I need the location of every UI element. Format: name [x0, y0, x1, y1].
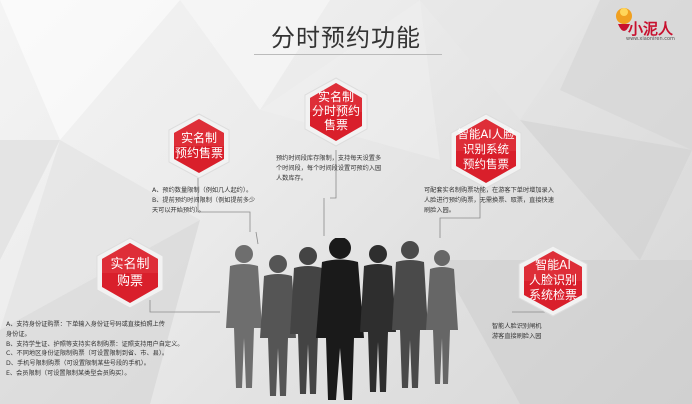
title-divider	[254, 54, 442, 55]
hexagon-label-ai-face: 智能AI人脸 识别系统 预约售票	[457, 127, 515, 171]
desc-timeslot: 预约时间段库存限制，支持每天设置多 个时间段，每个时间段设置可预约入园 人数库存…	[276, 155, 382, 182]
hexagon-realname-buy	[96, 237, 164, 309]
desc-realname-buy: A、支持身份证购票：下单输入身份证号码或直接拍照上传 身份证。 B、支持学生证、…	[6, 321, 184, 377]
logo-name: 小泥人	[628, 20, 674, 38]
hexagon-label-ai-check: 智能AI 人脸识别 系统检票	[528, 258, 577, 302]
desc-ai-check: 智能人脸识别闸机 游客直接刷脸入园	[492, 323, 542, 340]
hexagon-label-realname-buy: 实名制 购票	[110, 257, 150, 289]
logo-url: www.xiaoniren.com	[626, 36, 675, 42]
business-people-silhouettes-icon	[226, 238, 458, 400]
hexagon-realname-reserve	[168, 113, 230, 179]
hexagon-label-timeslot: 实名制 分时预约 售票	[311, 90, 360, 132]
hexagon-timeslot	[304, 77, 368, 147]
hexagon-label-realname-reserve: 实名制 预约售票	[174, 131, 223, 160]
desc-ai-face: 可配套实名制购票功能，在游客下单时增加录入 人脸进行预约购票，无需换票、取票，直…	[424, 187, 554, 214]
hexagon-ai-check	[518, 245, 588, 317]
desc-realname-reserve: A、预约数量限制（例如几人起约）。 B、提前预约时间限制（例如提前多少 天可以开…	[152, 187, 256, 214]
page-title: 分时预约功能	[271, 24, 421, 52]
logo-mascot-icon	[616, 8, 632, 31]
hexagon-ai-face	[450, 113, 522, 189]
